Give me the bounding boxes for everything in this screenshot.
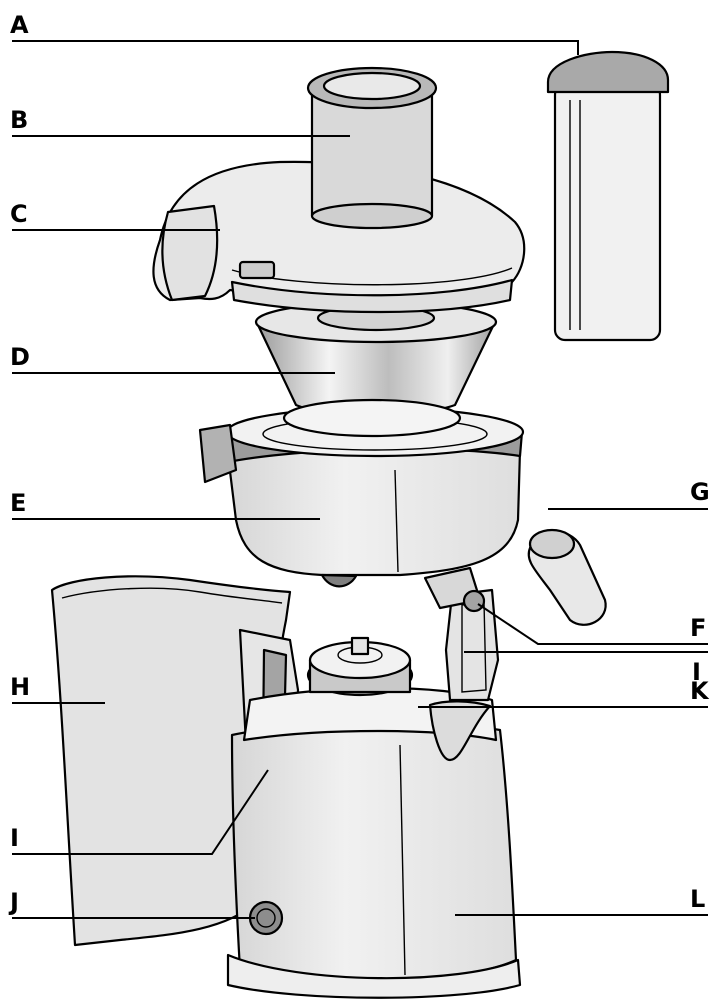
label-i-upper: I — [692, 658, 701, 686]
label-g: G — [690, 478, 710, 506]
label-k: K — [690, 677, 710, 705]
part-labels: A B C D E G F I H K I J L — [8, 11, 710, 916]
locking-arm — [423, 566, 500, 702]
arm-pivot — [462, 589, 486, 613]
label-d: D — [10, 343, 30, 371]
label-j: J — [8, 888, 19, 916]
label-a: A — [10, 11, 29, 39]
label-i-lower: I — [10, 824, 19, 852]
leader-i-lower — [12, 769, 269, 855]
label-h: H — [10, 673, 30, 701]
leader-a — [12, 40, 579, 55]
label-e: E — [10, 489, 26, 517]
motor-base — [226, 686, 522, 999]
steel-filter-basket — [254, 300, 498, 438]
label-c: C — [10, 200, 28, 228]
feed-tube — [306, 66, 438, 230]
leader-lines — [12, 40, 708, 919]
leader-f — [477, 603, 708, 645]
label-l: L — [690, 885, 705, 913]
filter-disc — [306, 636, 414, 697]
food-pusher — [546, 50, 670, 342]
spout-cap — [527, 528, 607, 626]
label-b: B — [10, 106, 28, 134]
label-f: F — [690, 614, 706, 642]
